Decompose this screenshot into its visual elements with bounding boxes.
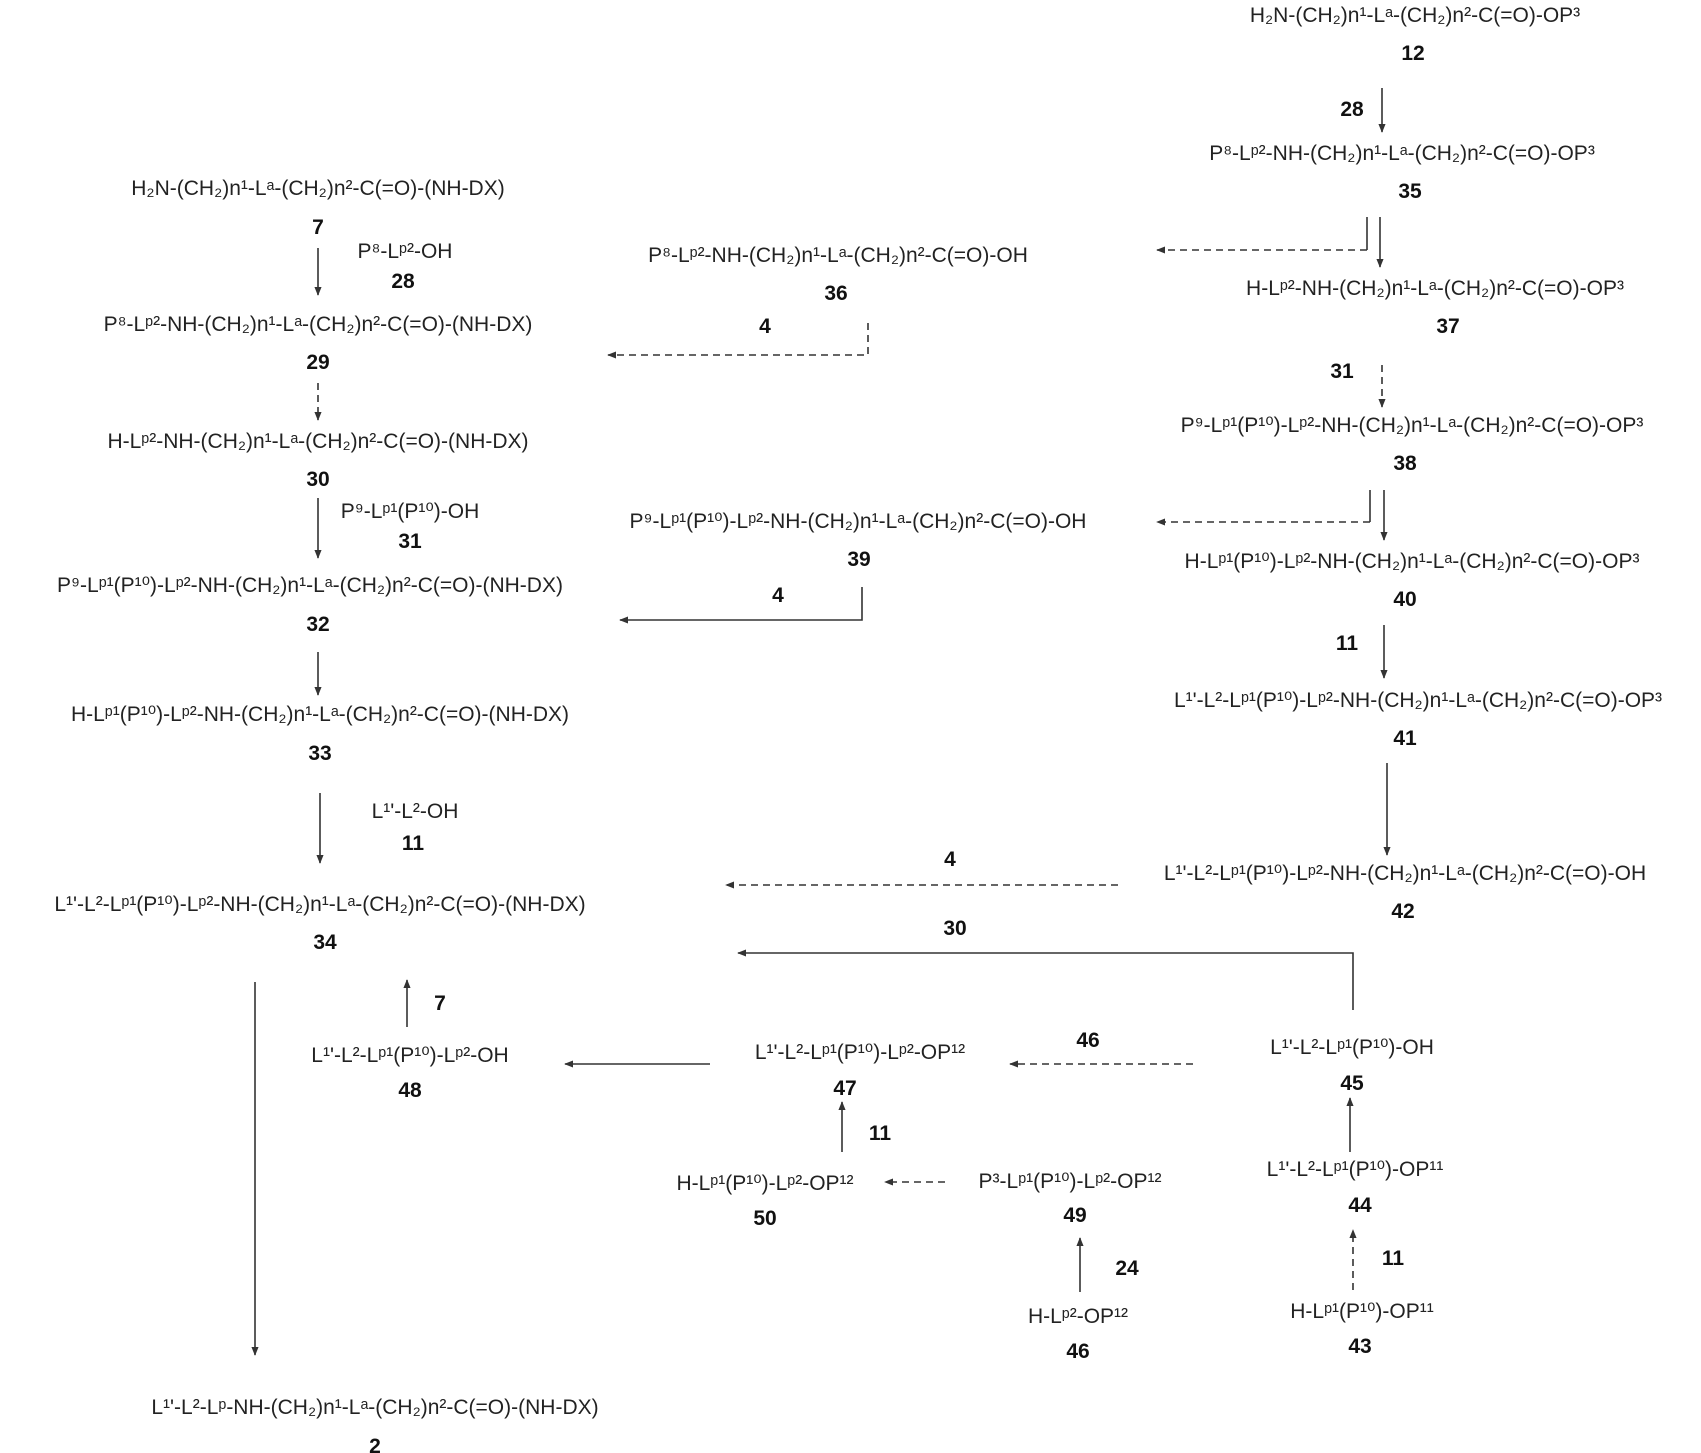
compound-31-number: 31	[398, 530, 422, 553]
compound-12-formula: H₂N-(CH₂)n¹-Lᵃ-(CH₂)n²-C(=O)-OP³	[1250, 4, 1580, 27]
compound-35-formula: P⁸-Lᵖ²-NH-(CH₂)n¹-Lᵃ-(CH₂)n²-C(=O)-OP³	[1209, 142, 1595, 165]
compound-38-number: 38	[1393, 452, 1417, 475]
compound-44-number: 44	[1348, 1194, 1372, 1217]
compound-50-formula: H-Lᵖ¹(P¹⁰)-Lᵖ²-OP¹²	[676, 1172, 853, 1195]
compound-49-formula: P³-Lᵖ¹(P¹⁰)-Lᵖ²-OP¹²	[979, 1170, 1162, 1193]
compound-28-number: 28	[391, 270, 415, 293]
compound-44-formula: L¹'-L²-Lᵖ¹(P¹⁰)-OP¹¹	[1267, 1158, 1444, 1181]
compound-11-number: 11	[402, 832, 425, 855]
compound-34-number: 34	[313, 931, 337, 954]
reagent-4-top-label: 4	[759, 315, 771, 338]
compound-43-number: 43	[1348, 1335, 1371, 1358]
compound-37-number: 37	[1436, 315, 1459, 338]
compound-32-formula: P⁹-Lᵖ¹(P¹⁰)-Lᵖ²-NH-(CH₂)n¹-Lᵃ-(CH₂)n²-C(…	[57, 574, 563, 597]
arrow-39-to-32	[620, 587, 862, 620]
reagent-30-label: 30	[943, 917, 966, 940]
compound-47-number: 47	[833, 1077, 856, 1100]
arrow-45-to-34	[738, 953, 1353, 1010]
compound-48-number: 48	[398, 1079, 422, 1102]
compound-48-formula: L¹'-L²-Lᵖ¹(P¹⁰)-Lᵖ²-OH	[311, 1044, 508, 1067]
arrow-36-to-29	[608, 323, 868, 355]
compound-36-formula: P⁸-Lᵖ²-NH-(CH₂)n¹-Lᵃ-(CH₂)n²-C(=O)-OH	[648, 244, 1028, 267]
reagent-4-low-label: 4	[944, 848, 956, 871]
compound-33-number: 33	[308, 742, 331, 765]
compound-34-formula: L¹'-L²-Lᵖ¹(P¹⁰)-Lᵖ²-NH-(CH₂)n¹-Lᵃ-(CH₂)n…	[54, 893, 585, 916]
compound-7-number: 7	[312, 216, 324, 239]
compound-47-formula: L¹'-L²-Lᵖ¹(P¹⁰)-Lᵖ²-OP¹²	[755, 1041, 965, 1064]
reagent-24-label: 24	[1115, 1257, 1139, 1280]
compound-38-formula: P⁹-Lᵖ¹(P¹⁰)-Lᵖ²-NH-(CH₂)n¹-Lᵃ-(CH₂)n²-C(…	[1181, 414, 1644, 437]
compound-29-number: 29	[306, 351, 329, 374]
compound-39-number: 39	[847, 548, 870, 571]
compound-12-number: 12	[1401, 42, 1424, 65]
compound-30-number: 30	[306, 468, 329, 491]
compound-45-formula: L¹'-L²-Lᵖ¹(P¹⁰)-OH	[1270, 1036, 1434, 1059]
compound-29-formula: P⁸-Lᵖ²-NH-(CH₂)n¹-Lᵃ-(CH₂)n²-C(=O)-(NH-D…	[104, 313, 533, 336]
reagent-11-mid-label: 11	[869, 1122, 892, 1145]
compound-49-number: 49	[1063, 1204, 1086, 1227]
compound-35-number: 35	[1398, 180, 1422, 203]
compound-41-formula: L¹'-L²-Lᵖ¹(P¹⁰)-Lᵖ²-NH-(CH₂)n¹-Lᵃ-(CH₂)n…	[1174, 689, 1662, 712]
reagent-4-mid-label: 4	[772, 584, 784, 607]
reagent-46-label: 46	[1076, 1029, 1099, 1052]
compound-30-formula: H-Lᵖ²-NH-(CH₂)n¹-Lᵃ-(CH₂)n²-C(=O)-(NH-DX…	[107, 430, 528, 453]
compound-7-formula: H₂N-(CH₂)n¹-Lᵃ-(CH₂)n²-C(=O)-(NH-DX)	[131, 177, 504, 200]
compound-41-number: 41	[1393, 727, 1417, 750]
compound-31-formula: P⁹-Lᵖ¹(P¹⁰)-OH	[341, 500, 480, 523]
compound-37-formula: H-Lᵖ²-NH-(CH₂)n¹-Lᵃ-(CH₂)n²-C(=O)-OP³	[1246, 277, 1624, 300]
compound-50-number: 50	[753, 1207, 776, 1230]
reagent-11-bottom-label: 11	[1382, 1247, 1405, 1270]
compound-32-number: 32	[306, 613, 329, 636]
compound-40-formula: H-Lᵖ¹(P¹⁰)-Lᵖ²-NH-(CH₂)n¹-Lᵃ-(CH₂)n²-C(=…	[1185, 550, 1640, 573]
compound-40-number: 40	[1393, 588, 1416, 611]
compound-36-number: 36	[824, 282, 847, 305]
compound-42-number: 42	[1391, 900, 1414, 923]
reagent-11-right-label: 11	[1336, 632, 1359, 655]
compound-42-formula: L¹'-L²-Lᵖ¹(P¹⁰)-Lᵖ²-NH-(CH₂)n¹-Lᵃ-(CH₂)n…	[1164, 862, 1646, 885]
compound-39-formula: P⁹-Lᵖ¹(P¹⁰)-Lᵖ²-NH-(CH₂)n¹-Lᵃ-(CH₂)n²-C(…	[630, 510, 1087, 533]
reagent-28-label: 28	[1340, 98, 1364, 121]
compound-46-number: 46	[1066, 1340, 1089, 1363]
compound-2-number: 2	[369, 1435, 381, 1453]
compound-11-formula: L¹'-L²-OH	[372, 800, 459, 823]
compound-28-formula: P⁸-Lᵖ²-OH	[358, 240, 453, 263]
compound-43-formula: H-Lᵖ¹(P¹⁰)-OP¹¹	[1290, 1300, 1434, 1323]
compound-46-formula: H-Lᵖ²-OP¹²	[1028, 1305, 1128, 1328]
compound-2-formula: L¹'-L²-Lᵖ-NH-(CH₂)n¹-Lᵃ-(CH₂)n²-C(=O)-(N…	[151, 1396, 598, 1419]
compound-45-number: 45	[1340, 1072, 1364, 1095]
reagent-31-label: 31	[1330, 360, 1354, 383]
reagent-7-label: 7	[434, 992, 446, 1015]
compound-33-formula: H-Lᵖ¹(P¹⁰)-Lᵖ²-NH-(CH₂)n¹-Lᵃ-(CH₂)n²-C(=…	[71, 703, 569, 726]
